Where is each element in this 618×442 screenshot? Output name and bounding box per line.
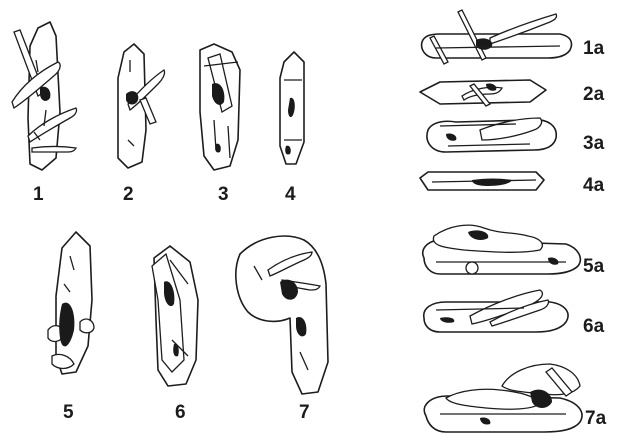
specimen-3a-drawing — [427, 118, 556, 152]
specimen-6-drawing — [152, 246, 198, 386]
specimen-2-drawing — [118, 44, 165, 168]
specimen-2a-drawing — [420, 80, 546, 106]
label-6a: 6a — [583, 316, 605, 337]
specimen-1-drawing — [12, 22, 77, 170]
label-3: 3 — [218, 184, 229, 205]
label-1a: 1a — [583, 38, 605, 59]
label-5: 5 — [63, 402, 74, 423]
label-2a: 2a — [583, 84, 605, 105]
specimen-7-drawing — [236, 236, 328, 394]
specimen-5a-drawing — [423, 225, 581, 274]
label-3a: 3a — [583, 133, 605, 154]
specimen-1a-drawing — [422, 10, 572, 64]
label-1: 1 — [33, 184, 44, 205]
label-6: 6 — [175, 402, 186, 423]
label-4a: 4a — [583, 175, 605, 196]
specimen-4a-drawing — [420, 172, 544, 190]
label-5a: 5a — [583, 256, 605, 277]
specimen-4-drawing — [280, 52, 304, 164]
label-2: 2 — [123, 184, 134, 205]
specimen-6a-drawing — [424, 290, 568, 332]
specimen-3-drawing — [200, 44, 240, 170]
label-7: 7 — [299, 402, 310, 423]
specimen-7a-drawing — [424, 364, 582, 432]
label-7a: 7a — [585, 408, 607, 429]
specimen-5-drawing — [48, 232, 94, 374]
label-4: 4 — [285, 184, 296, 205]
